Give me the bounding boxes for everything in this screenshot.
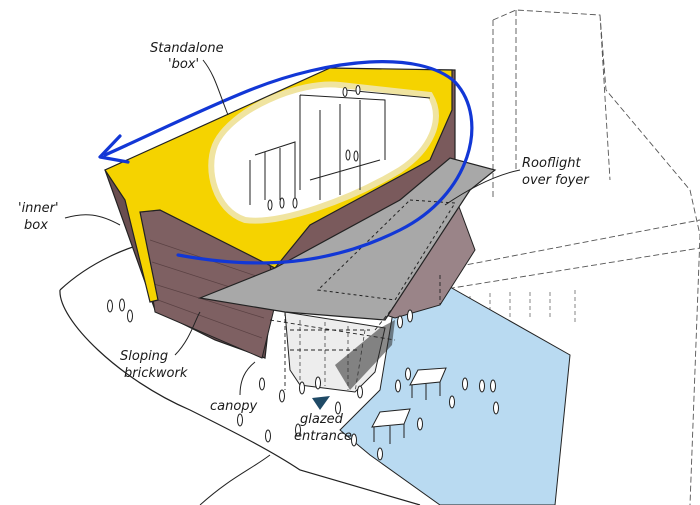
plaza-table-2 <box>371 408 411 444</box>
entrance-marker-icon <box>312 396 330 410</box>
leader-canopy <box>239 361 256 396</box>
dark-foyer-interior <box>335 320 395 390</box>
label-brickwork: brickwork <box>124 366 188 381</box>
label-canopy: canopy <box>210 399 258 414</box>
street-edge <box>199 454 271 505</box>
label-rooflight: Rooflight <box>522 156 581 171</box>
inner-box-opening <box>208 81 439 224</box>
leader-inner-box <box>64 214 121 226</box>
plaza-table-1 <box>409 367 447 400</box>
dashed-structure-lines <box>269 275 441 390</box>
leader-rooflight <box>444 169 521 206</box>
neighbouring-building <box>439 9 700 505</box>
canopy-slab <box>197 157 497 321</box>
label-standalone: Standalone <box>150 41 224 56</box>
people-figures <box>107 85 499 461</box>
label-glazed: glazed <box>300 412 344 427</box>
label-over-foyer: over foyer <box>522 173 590 188</box>
leader-sloping-brickwork <box>174 311 201 356</box>
label-sloping: Sloping <box>120 349 168 364</box>
circulation-arrow <box>103 60 474 265</box>
arrow-head <box>98 134 130 164</box>
label-standalone-box: 'box' <box>168 57 199 72</box>
label-inner-box: box <box>24 218 48 233</box>
leader-standalone-box <box>202 59 229 116</box>
inner-box-walls <box>249 89 431 205</box>
label-inner: 'inner' <box>18 201 59 216</box>
label-entrance: entrance <box>294 429 352 444</box>
